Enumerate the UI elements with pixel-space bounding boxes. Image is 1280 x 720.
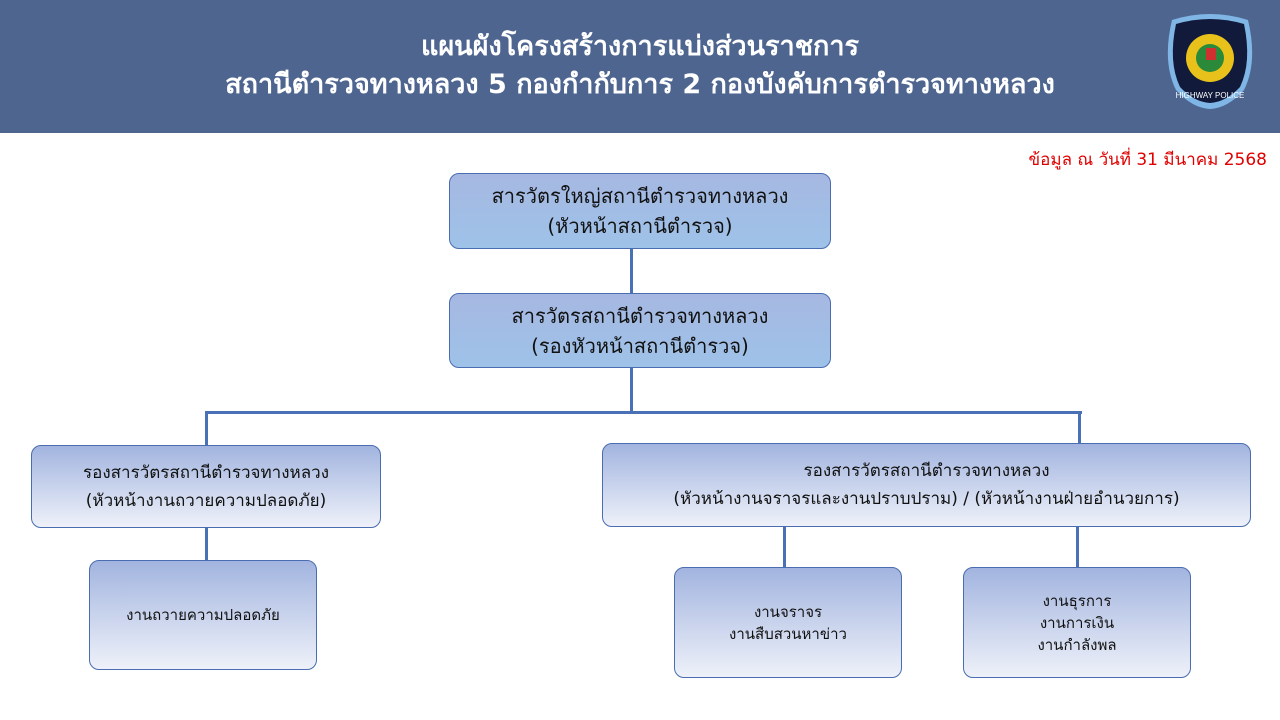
highway-police-logo: HIGHWAY POLICE bbox=[1167, 14, 1253, 109]
connector-line bbox=[1076, 527, 1079, 567]
unit-label: งานกำลังพล bbox=[1037, 635, 1117, 654]
node-unit-security: งานถวายความปลอดภัย bbox=[89, 560, 317, 670]
node-role: (หัวหน้างานถวายความปลอดภัย) bbox=[85, 490, 327, 511]
node-title: รองสารวัตรสถานีตำรวจทางหลวง bbox=[83, 462, 329, 483]
node-deputy-inspector-security: รองสารวัตรสถานีตำรวจทางหลวง (หัวหน้างานถ… bbox=[31, 445, 381, 528]
connector-line bbox=[1078, 411, 1081, 443]
connector-line bbox=[205, 411, 208, 445]
node-role: (รองหัวหน้าสถานีตำรวจ) bbox=[531, 333, 749, 358]
data-date-note: ข้อมูล ณ วันที่ 31 มีนาคม 2568 bbox=[1028, 150, 1267, 170]
node-title: สารวัตรใหญ่สถานีตำรวจทางหลวง bbox=[491, 184, 789, 208]
connector-line bbox=[630, 368, 633, 413]
node-title: สารวัตรสถานีตำรวจทางหลวง bbox=[511, 303, 769, 328]
page-title: แผนผังโครงสร้างการแบ่งส่วนราชการ bbox=[420, 31, 860, 62]
unit-label: งานถวายความปลอดภัย bbox=[126, 606, 280, 624]
node-unit-admin: งานธุรการ งานการเงิน งานกำลังพล bbox=[963, 567, 1191, 678]
page-subtitle: สถานีตำรวจทางหลวง 5 กองกำกับการ 2 กองบัง… bbox=[225, 69, 1055, 100]
node-unit-traffic: งานจราจร งานสืบสวนหาข่าว bbox=[674, 567, 902, 678]
node-station-deputy: สารวัตรสถานีตำรวจทางหลวง (รองหัวหน้าสถาน… bbox=[449, 293, 831, 368]
node-deputy-inspector-traffic-admin: รองสารวัตรสถานีตำรวจทางหลวง (หัวหน้างานจ… bbox=[602, 443, 1251, 527]
unit-label: งานการเงิน bbox=[1039, 613, 1115, 632]
node-title: รองสารวัตรสถานีตำรวจทางหลวง bbox=[803, 461, 1050, 481]
unit-label: งานธุรการ bbox=[1042, 591, 1112, 610]
connector-line bbox=[630, 249, 633, 293]
connector-line bbox=[205, 528, 208, 560]
unit-label: งานจราจร bbox=[753, 602, 823, 621]
unit-label: งานสืบสวนหาข่าว bbox=[729, 624, 847, 643]
node-role: (หัวหน้างานจราจรและงานปราบปราม) / (หัวหน… bbox=[673, 489, 1180, 509]
connector-line bbox=[205, 411, 1082, 414]
connector-line bbox=[783, 527, 786, 567]
node-station-chief: สารวัตรใหญ่สถานีตำรวจทางหลวง (หัวหน้าสถา… bbox=[449, 173, 831, 249]
node-role: (หัวหน้าสถานีตำรวจ) bbox=[547, 214, 733, 238]
logo-text: HIGHWAY POLICE bbox=[1176, 91, 1245, 100]
header-banner: แผนผังโครงสร้างการแบ่งส่วนราชการ สถานีตำ… bbox=[0, 0, 1280, 133]
